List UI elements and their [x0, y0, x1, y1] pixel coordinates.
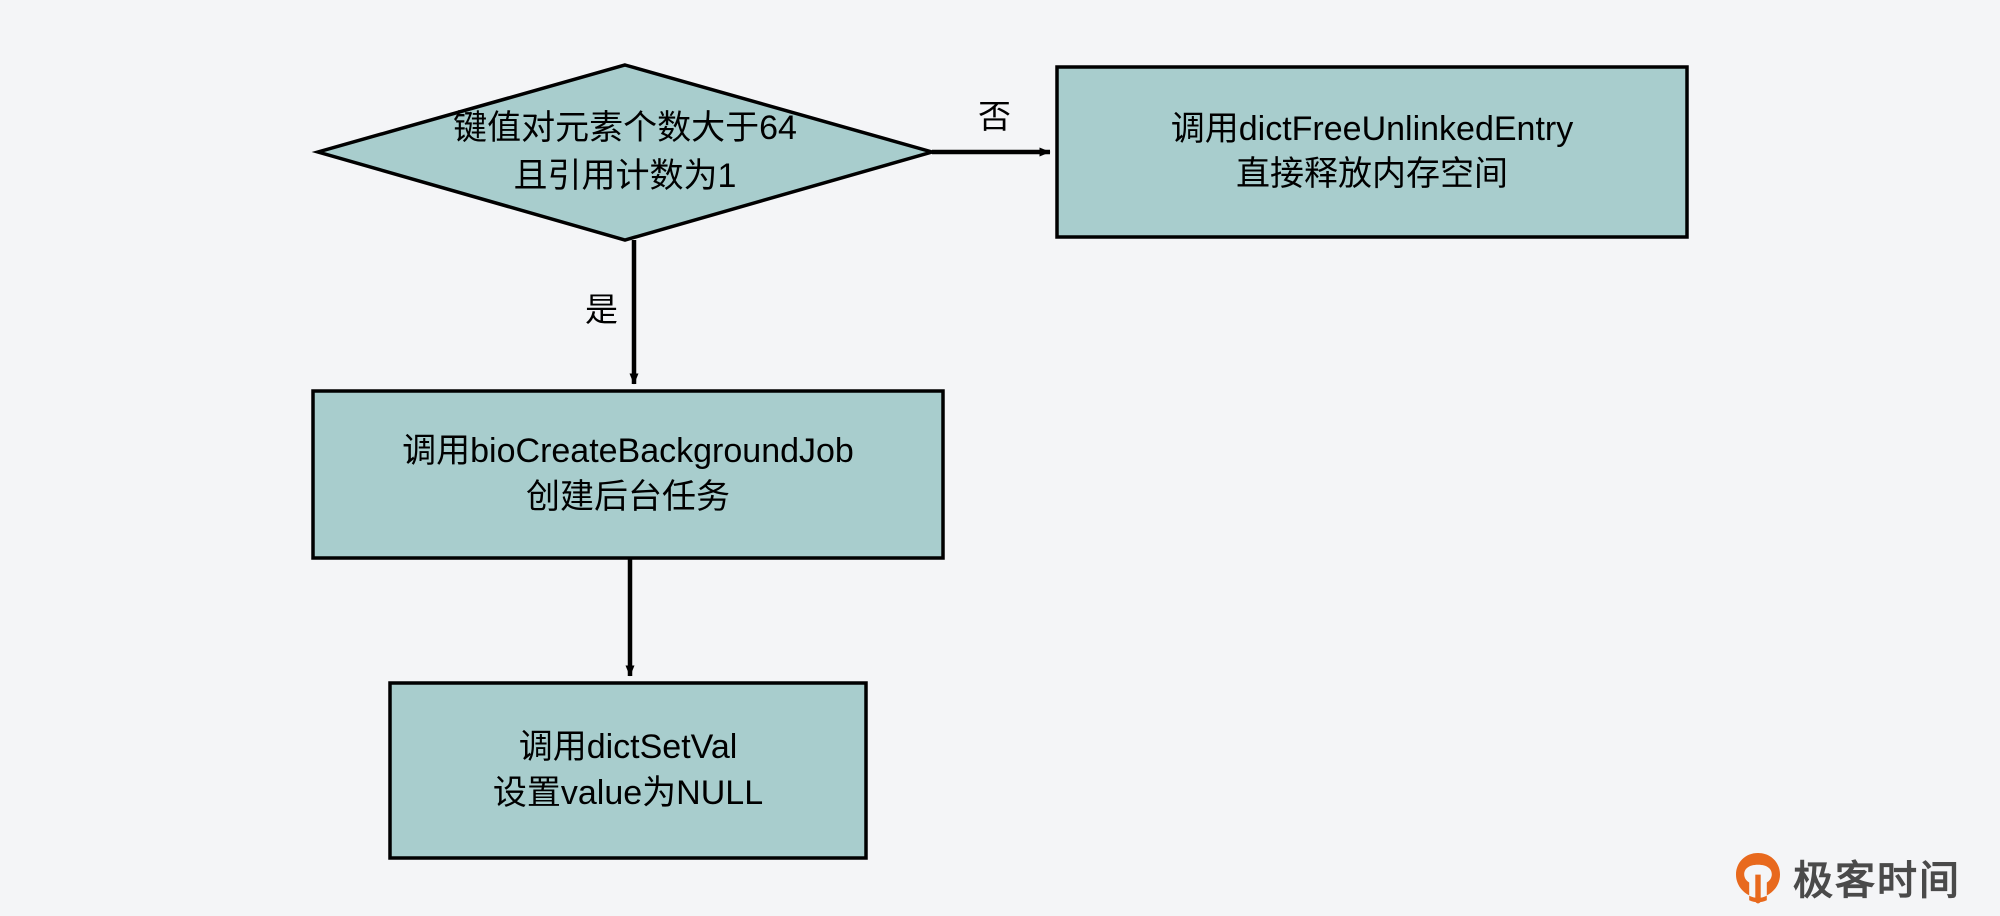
- free-entry-box-shape[interactable]: [1055, 65, 1689, 239]
- watermark: 极客时间: [1735, 852, 1961, 909]
- watermark-text: 极客时间: [1793, 858, 1961, 903]
- edge-label-yes: 是: [585, 291, 618, 328]
- decision-diamond-shape[interactable]: [311, 63, 939, 242]
- bg-job-box-shape[interactable]: [311, 389, 945, 560]
- geektime-logo-icon: [1735, 852, 1781, 909]
- edge-label-no: 否: [978, 98, 1011, 135]
- set-val-box-shape[interactable]: [388, 681, 868, 860]
